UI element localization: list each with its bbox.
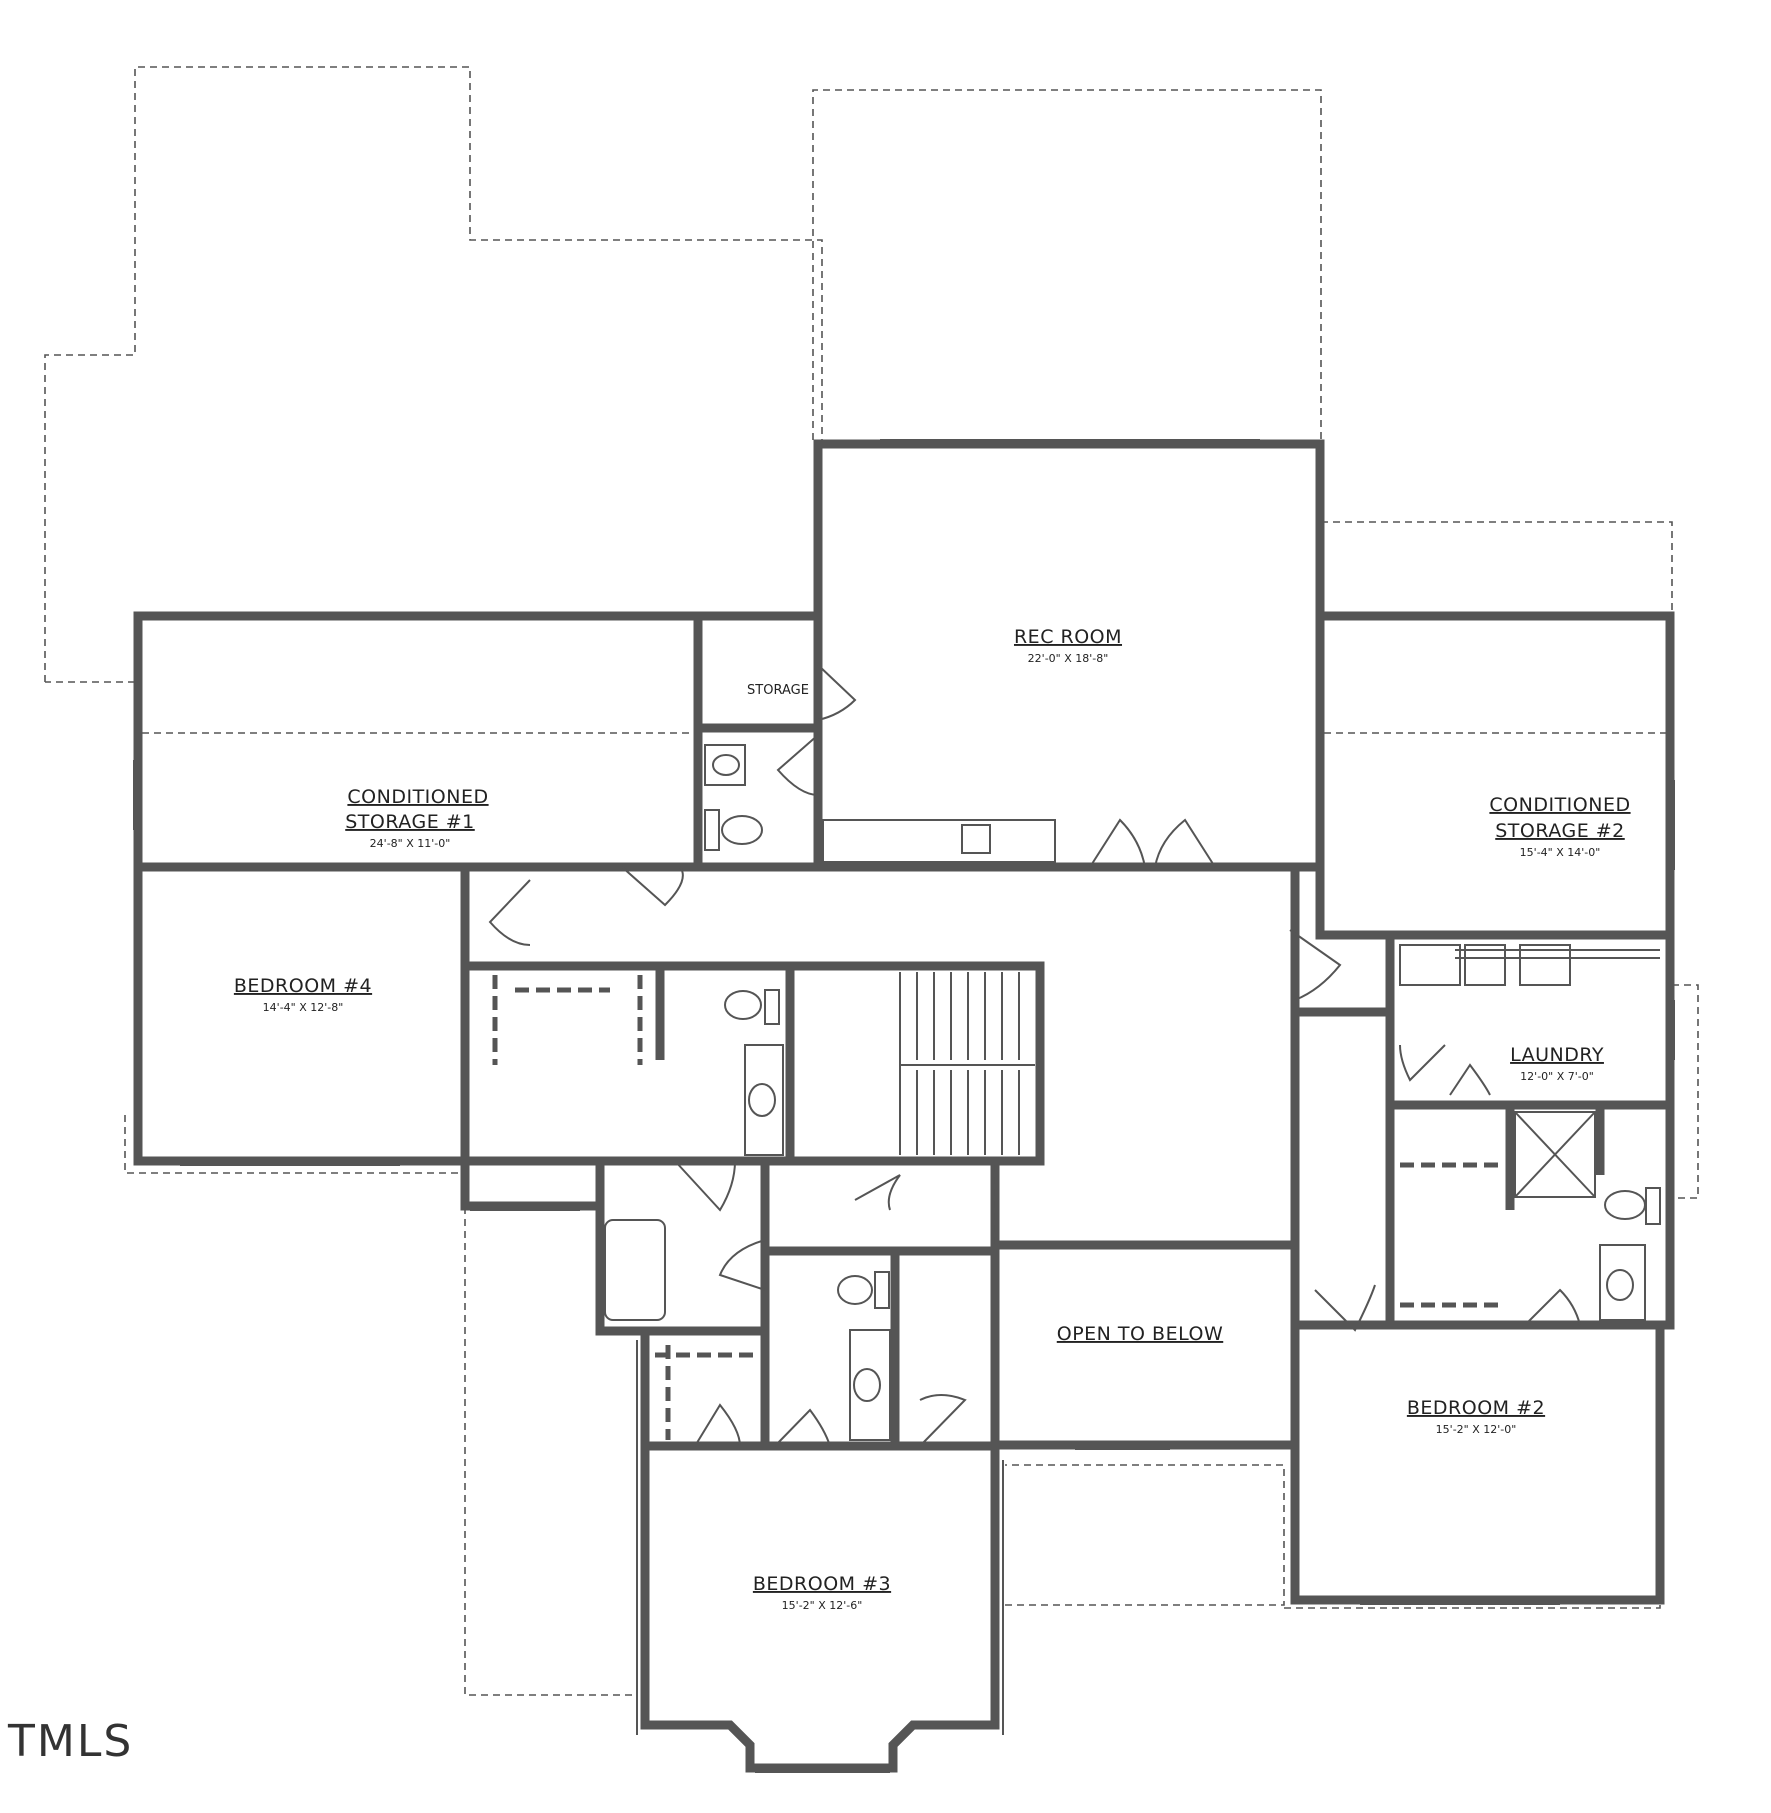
open-to-below-wall <box>990 1240 1300 1450</box>
bedroom-2-label: BEDROOM #2 15'-2" X 12'-0" <box>1407 1397 1545 1436</box>
storage-name: STORAGE <box>747 683 809 698</box>
bath-fixtures <box>604 744 1661 1441</box>
bedroom-2-dims: 15'-2" X 12'-0" <box>1436 1423 1517 1436</box>
sink <box>961 824 991 854</box>
toilet <box>837 1275 873 1305</box>
cond-storage-1-name-line1: CONDITIONED <box>347 786 488 808</box>
cond-storage-1-label: CONDITIONED STORAGE #1 24'-8" X 11'-0" <box>345 786 488 850</box>
bedroom-3-label: BEDROOM #3 15'-2" X 12'-6" <box>753 1573 891 1612</box>
wall-hatch <box>636 1340 1004 1735</box>
rec-room-dims: 22'-0" X 18'-8" <box>1028 652 1109 665</box>
cond-storage-2-wall <box>1315 611 1675 940</box>
open-to-below-name: OPEN TO BELOW <box>1057 1323 1223 1345</box>
ceiling-lines <box>142 732 1666 1245</box>
stairs <box>899 972 1035 1155</box>
toilet <box>1604 1190 1646 1220</box>
bedroom-4-name: BEDROOM #4 <box>234 975 372 997</box>
bedroom-4-label: BEDROOM #4 14'-4" X 12'-8" <box>234 975 372 1014</box>
partitions <box>655 723 1605 1330</box>
bedroom-2-wall <box>1290 1320 1665 1605</box>
bedroom-3-name: BEDROOM #3 <box>753 1573 891 1595</box>
doors <box>488 664 1581 1447</box>
sink <box>853 1368 881 1402</box>
walls <box>133 439 1675 1773</box>
laundry-fixtures <box>1399 944 1660 1198</box>
bedroom-4-wall <box>133 862 470 1166</box>
cond-storage-1-dims: 24'-8" X 11'-0" <box>370 837 451 850</box>
cond-storage-1-name-line2: STORAGE #1 <box>345 811 475 833</box>
sink <box>712 754 740 776</box>
cond-storage-2-name-line2: STORAGE #2 <box>1495 820 1625 842</box>
rec-room-wall <box>813 439 1325 872</box>
cond-storage-2-label: CONDITIONED STORAGE #2 15'-4" X 14'-0" <box>1489 794 1630 859</box>
closet-bed-3-wall <box>640 1326 770 1451</box>
rec-room-name: REC ROOM <box>1014 626 1122 648</box>
laundry-name: LAUNDRY <box>1510 1044 1604 1066</box>
sink <box>748 1083 776 1117</box>
rec-room-label: REC ROOM 22'-0" X 18'-8" <box>1014 626 1122 665</box>
toilet <box>724 990 762 1020</box>
bathtub <box>604 1219 666 1321</box>
cond-storage-2-name-line1: CONDITIONED <box>1489 794 1630 816</box>
laundry-label: LAUNDRY 12'-0" X 7'-0" <box>1510 1044 1604 1083</box>
closet-rods <box>492 975 1505 1440</box>
cond-storage-2-dims: 15'-4" X 14'-0" <box>1520 846 1601 859</box>
bedroom-4-dims: 14'-4" X 12'-8" <box>263 1001 344 1014</box>
bedroom-2-name: BEDROOM #2 <box>1407 1397 1545 1419</box>
bedroom-3-dims: 15'-2" X 12'-6" <box>782 1599 863 1612</box>
hall-closet-right-wall <box>1290 1007 1395 1330</box>
laundry-dims: 12'-0" X 7'-0" <box>1520 1070 1594 1083</box>
bedroom-3-wall <box>640 1441 1000 1773</box>
watermark-logo: TMLS <box>7 1716 133 1767</box>
closet-bed-4-wall <box>460 1156 605 1211</box>
sink <box>1606 1269 1634 1301</box>
closet-block-wall <box>760 1156 1000 1256</box>
windows <box>133 439 1675 1773</box>
stair-wall <box>785 961 1045 1166</box>
toilet <box>721 815 763 845</box>
